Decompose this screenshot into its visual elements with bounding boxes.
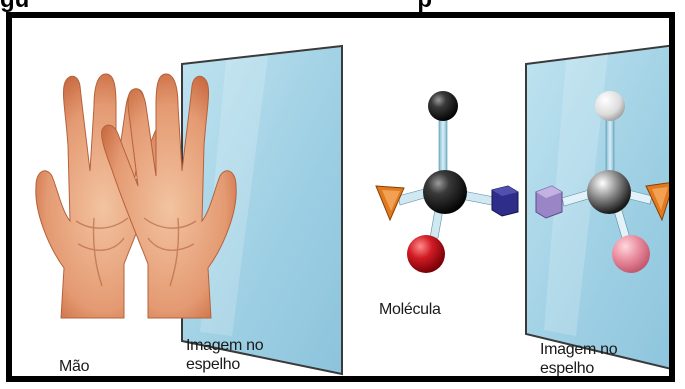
label-molecule-mirror-line2: espelho xyxy=(540,359,617,378)
right-cube-substituent xyxy=(492,186,518,216)
bottom-atom-pink xyxy=(612,235,650,273)
label-hand-text: Mão xyxy=(59,357,89,376)
label-hand-mirror-line2: espelho xyxy=(186,355,263,374)
top-atom-black xyxy=(428,91,458,121)
molecule-model xyxy=(376,91,518,273)
figure-frame: Mão Imagem no espelho Molécula Imagem no… xyxy=(6,12,675,382)
chirality-illustration xyxy=(12,18,669,376)
bottom-atom-red xyxy=(407,235,445,273)
mirrored-central-atom xyxy=(587,170,631,214)
label-molecule-mirror: Imagem no espelho xyxy=(540,340,617,378)
label-hand: Mão xyxy=(59,357,89,376)
central-atom xyxy=(423,170,467,214)
label-molecule-text: Molécula xyxy=(379,300,441,319)
label-hand-mirror: Imagem no espelho xyxy=(186,336,263,374)
label-molecule-mirror-line1: Imagem no xyxy=(540,340,617,359)
label-molecule: Molécula xyxy=(379,300,441,319)
top-atom-white xyxy=(595,91,625,121)
mirrored-left-cube-substituent xyxy=(536,186,562,218)
label-hand-mirror-line1: Imagem no xyxy=(186,336,263,355)
